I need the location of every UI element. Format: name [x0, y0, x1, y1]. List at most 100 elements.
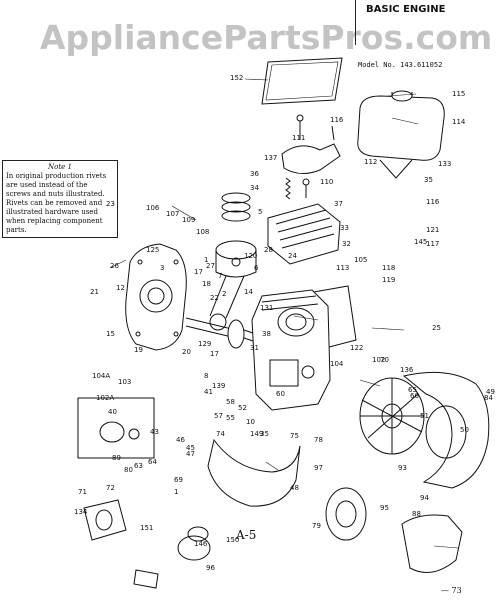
callout-32: 32 — [342, 240, 351, 248]
cylinder-head — [267, 203, 341, 265]
callout-125: 125 — [146, 246, 159, 254]
callout-21: 21 — [90, 288, 99, 296]
page-id: A-5 — [236, 528, 257, 542]
callout-35: 35 — [424, 176, 433, 184]
callout-57: 57 — [214, 412, 223, 420]
callout-146: 146 — [194, 540, 208, 548]
callout-1: 1 — [204, 256, 208, 264]
callout-71: 71 — [78, 488, 87, 496]
callout-64: 64 — [148, 458, 157, 466]
callout-70: 70 — [380, 356, 389, 364]
callout-114: 114 — [452, 118, 466, 126]
callout-8: 8 — [204, 372, 208, 380]
callout-139: 139 — [212, 382, 225, 390]
callout-52: 52 — [238, 404, 247, 412]
callout-23: 23 — [106, 200, 115, 208]
note-heading: Note 1 — [48, 163, 72, 171]
callout-12: 12 — [116, 284, 125, 292]
callout-43: 43 — [150, 428, 159, 436]
callout-20: 20 — [182, 348, 191, 356]
tank-bracket — [281, 114, 341, 174]
callout-7: 7 — [218, 272, 222, 280]
starter-cup — [325, 487, 367, 541]
callout-131: 131 — [260, 304, 273, 312]
callout-15: 15 — [106, 330, 115, 338]
callout-1: 1 — [174, 488, 178, 496]
callout-103: 103 — [118, 378, 131, 386]
callout-66: 66 — [410, 392, 419, 400]
callout-104A: 104A — [92, 372, 110, 380]
callout-120: 120 — [244, 252, 257, 260]
callout-104: 104 — [330, 360, 344, 368]
callout-80: 80 — [124, 466, 133, 474]
callout-37: 37 — [334, 200, 343, 208]
connecting-rod — [209, 275, 245, 331]
callout-63: 63 — [134, 462, 143, 470]
callout-26: 26 — [110, 262, 119, 270]
leader-lines — [109, 78, 459, 549]
callout-121: 121 — [426, 226, 439, 234]
callout-46: 46 — [176, 436, 185, 444]
callout-14: 14 — [244, 288, 253, 296]
callout-116: 116 — [426, 198, 440, 206]
callout-48: 48 — [290, 484, 299, 492]
callout-129: 129 — [198, 340, 211, 348]
callout-105: 105 — [354, 256, 367, 264]
callout-152: 152 — [230, 74, 243, 82]
callout-6: 6 — [254, 264, 259, 272]
callout-40: 40 — [108, 408, 117, 416]
carburetor — [83, 499, 127, 541]
callout-89: 89 — [112, 454, 121, 462]
callout-18: 18 — [202, 280, 211, 288]
muffler — [133, 526, 211, 589]
callout-72: 72 — [106, 484, 115, 492]
callout-133: 133 — [438, 160, 451, 168]
callout-55: 55 — [226, 414, 235, 422]
callout-60: 60 — [276, 390, 285, 398]
callout-33: 33 — [340, 224, 349, 232]
piston — [215, 240, 257, 278]
callout-113: 113 — [336, 264, 349, 272]
callout-149: 149 — [250, 430, 263, 438]
callout-116: 116 — [330, 116, 344, 124]
callout-17: 17 — [194, 268, 203, 276]
lower-baffle — [207, 438, 301, 507]
header-divider — [355, 0, 356, 45]
callout-28: 28 — [264, 246, 273, 254]
callout-95: 95 — [380, 504, 389, 512]
piston-rings — [221, 192, 251, 222]
callout-150: 150 — [226, 536, 239, 544]
engine-block — [251, 289, 331, 411]
callout-102: 102 — [372, 356, 385, 364]
callout-45: 45 — [186, 444, 195, 452]
callout-58: 58 — [226, 398, 235, 406]
callout-136: 136 — [400, 366, 414, 374]
diagram-title: BASIC ENGINE — [366, 4, 446, 15]
callout-47: 47 — [186, 450, 195, 458]
callout-17: 17 — [210, 350, 219, 358]
crankcase-cover — [125, 243, 187, 351]
callout-96: 96 — [206, 564, 215, 572]
callout-93: 93 — [398, 464, 407, 472]
callout-5: 5 — [258, 208, 262, 216]
callout-137: 137 — [264, 154, 277, 162]
callout-145: 145 — [414, 238, 427, 246]
callout-119: 119 — [382, 276, 395, 284]
callout-3: 3 — [160, 264, 164, 272]
note-text: In original production rivets are used i… — [6, 172, 107, 234]
breaker-points-box — [77, 397, 155, 459]
callout-65: 65 — [408, 386, 417, 394]
callout-36: 36 — [250, 170, 259, 178]
callout-25: 25 — [432, 324, 441, 332]
callout-24: 24 — [288, 252, 297, 260]
rewind-starter — [401, 514, 463, 573]
blower-housing — [402, 371, 490, 489]
callout-117: 117 — [426, 240, 439, 248]
callout-2: 2 — [222, 290, 226, 298]
callout-112: 112 — [364, 158, 377, 166]
callout-50: 50 — [460, 426, 469, 434]
sheet-mark: — 73 — [441, 586, 462, 595]
callout-74: 74 — [216, 430, 225, 438]
callout-34: 34 — [250, 184, 259, 192]
